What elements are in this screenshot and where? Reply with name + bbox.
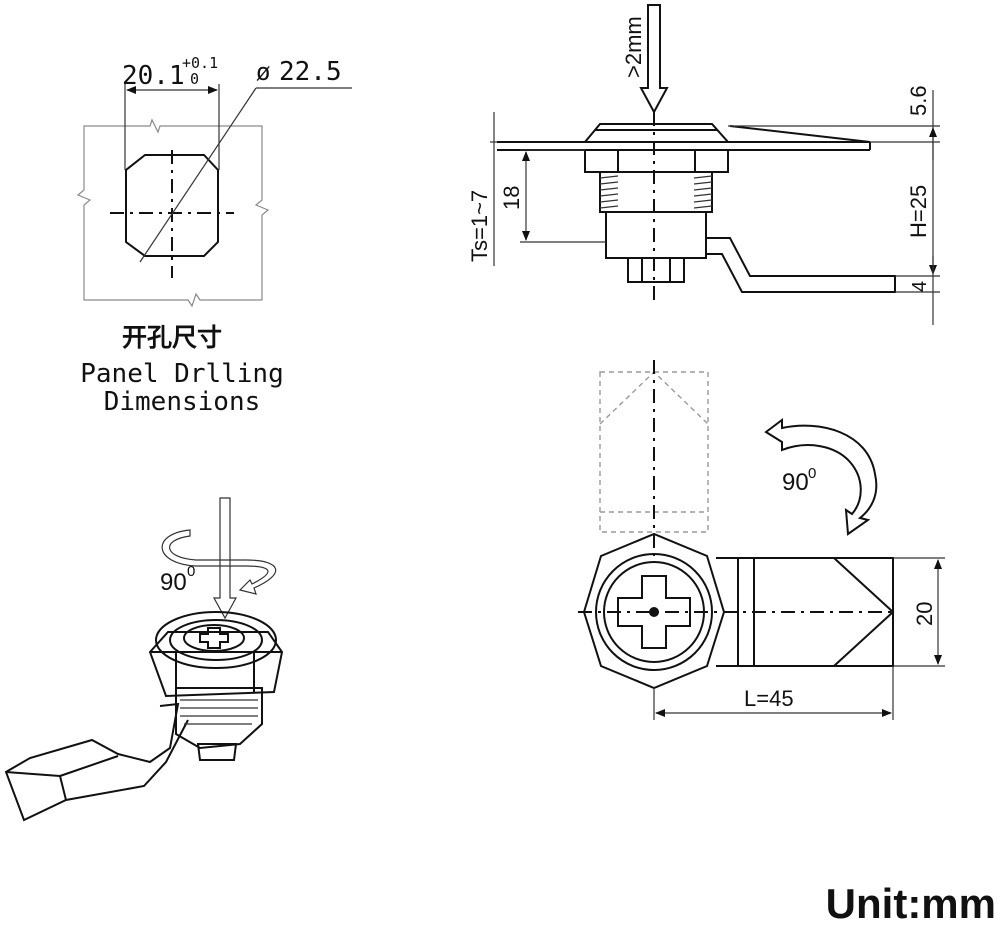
thread-lines [599,175,713,209]
cam-arm [705,237,896,293]
rotation-arrow [764,418,878,536]
dim-l: L=45 [744,686,794,711]
bezel-slope [729,125,871,143]
lock-head [582,123,731,143]
iso-head-inner [169,619,263,661]
cam-arm-taper [833,557,895,667]
iso-key-slot [199,627,229,649]
iso-cam-arm [4,702,189,822]
iso-head-outer [155,611,277,669]
push-arrow [639,4,669,115]
panel-drilling-view: 20.1 +0.1 0 ø 22.5 开孔尺寸 Panel Drlling Di… [76,54,352,417]
iso-threaded-body [175,687,263,750]
iso-rotation-angle: 90 [160,569,187,596]
diameter-leader [139,87,257,263]
key-slot-center [649,607,659,617]
panel-outline [76,118,270,308]
iso-key-face [183,624,245,652]
diameter-value: 22.5 [279,57,342,87]
bottom-nut [627,257,685,283]
rotation-angle: 90 [782,469,809,496]
front-view: 90 0 20 L=45 [578,360,945,720]
dim-20: 20 [912,602,937,626]
iso-rotation-degree: 0 [187,563,195,580]
dim-5-6: 5.6 [906,85,931,116]
diameter-symbol: ø [256,58,270,86]
dim-18: 18 [499,186,524,210]
iso-bottom-nut [196,743,238,761]
caption-english-line1: Panel Drlling [80,359,284,389]
width-tolerance-upper: +0.1 [182,54,218,72]
width-value: 20.1 [122,61,185,91]
unit-label: Unit:mm [826,880,996,925]
iso-rotation-arrow [161,529,277,595]
lower-body [605,211,707,259]
side-view: >2mm [467,4,940,325]
width-tolerance-lower: 0 [190,70,199,88]
dim-h: H=25 [906,185,931,238]
cam-arm-front [716,557,894,667]
ghost-cam-position [599,371,709,533]
caption-chinese: 开孔尺寸 [122,324,222,352]
dim-4: 4 [909,281,931,292]
threaded-body [599,171,713,213]
iso-push-arrow [212,497,238,620]
iso-thread-lines [180,699,258,725]
hex-nut [584,149,729,173]
dim-ts: Ts=1~7 [467,190,492,262]
front-face-outer [595,553,713,671]
front-hex [582,532,726,690]
isometric-view: 90 0 [4,497,284,822]
iso-cam-arm-ridge [59,755,119,777]
push-depth-label: >2mm [621,16,646,78]
caption-english-line2: Dimensions [104,387,261,417]
iso-cam-arm-ridge [5,771,61,777]
key-slot [617,575,691,649]
iso-cam-arm-ridge [59,775,67,801]
rotation-degree: 0 [808,465,816,482]
